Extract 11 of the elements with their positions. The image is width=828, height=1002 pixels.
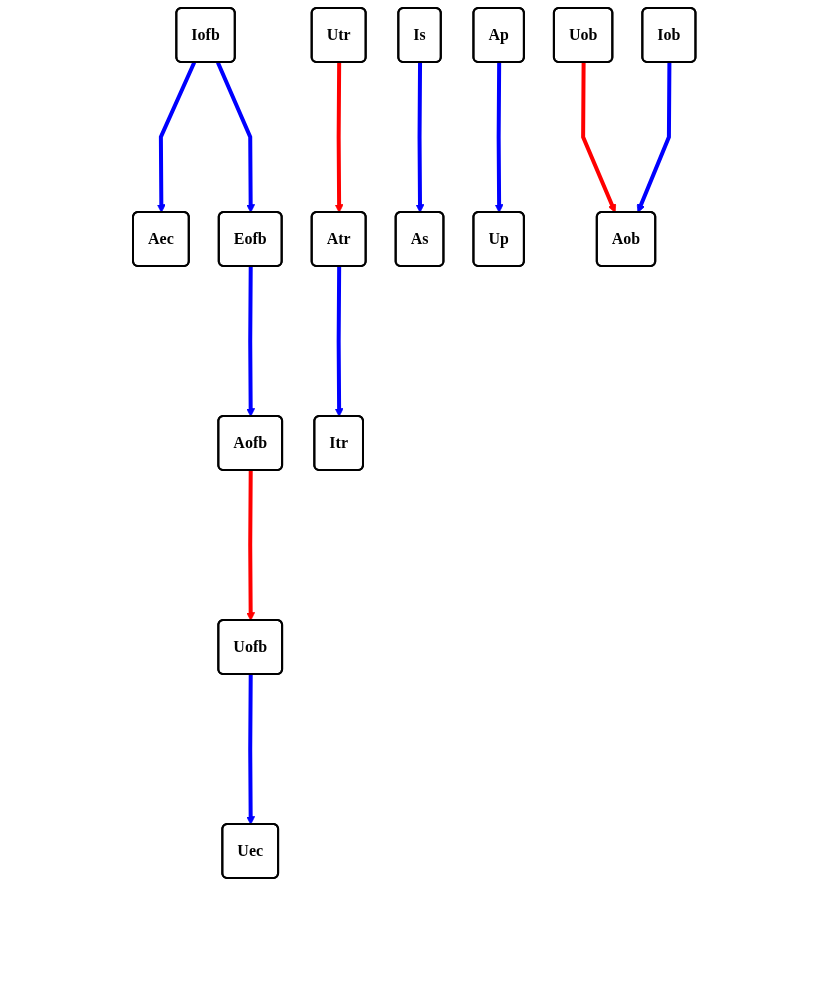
arrow (215, 61, 255, 213)
arrow (334, 266, 344, 417)
arrow (246, 674, 255, 825)
arrow (156, 61, 196, 213)
arrow (636, 62, 672, 213)
arrow (415, 62, 425, 213)
arrow (246, 470, 255, 621)
arrow (334, 62, 344, 213)
arrow (580, 62, 616, 213)
arrow (246, 266, 255, 417)
arrow (494, 62, 504, 213)
